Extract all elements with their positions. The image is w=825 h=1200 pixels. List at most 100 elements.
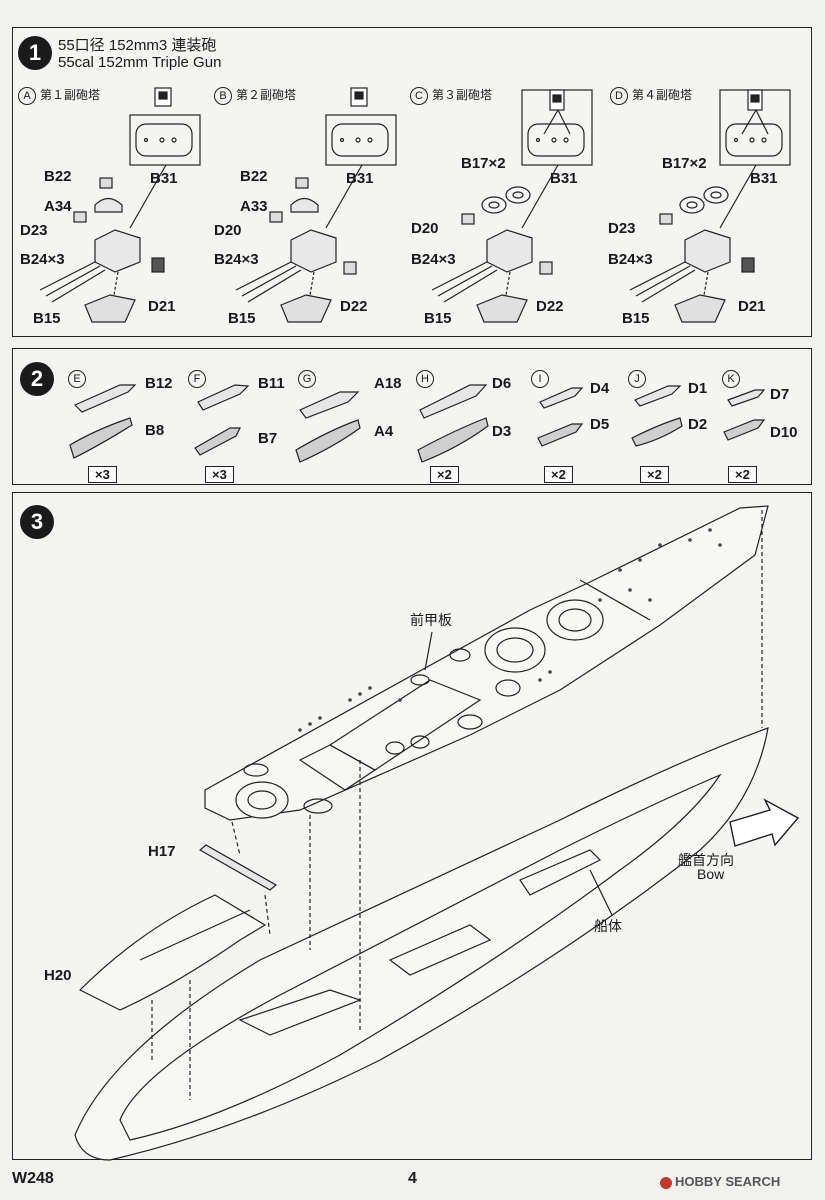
turret-a-part-b31: B31 [150, 170, 178, 187]
turret-a-part-b24: B24×3 [20, 251, 65, 268]
boat-j-letter: J [628, 370, 646, 388]
turret-d-part-b31: B31 [750, 170, 778, 187]
turret-c-part-b17: B17×2 [461, 155, 506, 172]
turret-b-part-b24: B24×3 [214, 251, 259, 268]
step2-boat-drawings [69, 384, 766, 463]
boat-h-top: D6 [492, 375, 512, 392]
boat-e-letter-wrap: E [68, 370, 90, 388]
label-hull: 船体 [594, 918, 622, 934]
boat-h-bottom: D3 [492, 423, 512, 440]
turret-a-part-d21: D21 [148, 298, 176, 315]
boat-k-bottom: D10 [770, 424, 798, 441]
turret-c-part-d20: D20 [411, 220, 439, 237]
step2-panel [12, 348, 812, 485]
step3-number: 3 [20, 505, 54, 539]
turret-c-part-d22: D22 [536, 298, 564, 315]
turret-c-part-b24: B24×3 [411, 251, 456, 268]
boat-f-letter-wrap: F [188, 370, 210, 388]
turret-b-header: B 第２副砲塔 [214, 86, 296, 105]
turret-b-part-a33: A33 [240, 198, 268, 215]
model-code: W248 [12, 1170, 54, 1187]
label-h20: H20 [44, 967, 72, 984]
boat-e-top: B12 [145, 375, 173, 392]
boat-i-letter: I [531, 370, 549, 388]
h17-part [198, 844, 278, 891]
label-forward-deck: 前甲板 [410, 612, 452, 628]
boat-h-letter: H [416, 370, 434, 388]
turret-b-part-b22: B22 [240, 168, 268, 185]
turret-c-part-b31: B31 [550, 170, 578, 187]
boat-i-top: D4 [590, 380, 610, 397]
step1-panel [12, 27, 812, 337]
turret-c-letter: C [410, 86, 428, 105]
boat-f-bottom: B7 [258, 430, 278, 447]
turret-a-part-b15: B15 [33, 310, 61, 327]
boat-g-qty: ×2 [430, 466, 459, 483]
step1-turret-drawings [39, 87, 791, 323]
boat-k-top: D7 [770, 386, 790, 403]
boat-f-qty: ×3 [205, 466, 234, 483]
label-h17: H17 [148, 843, 176, 860]
boat-i-bottom: D5 [590, 416, 610, 433]
turret-a-drawing [39, 87, 201, 323]
step1-number: 1 [18, 36, 52, 70]
step1-title-jp: 55口径 152mm3 連装砲 [58, 37, 217, 54]
turret-d-part-b24: B24×3 [608, 251, 653, 268]
boat-i-letter-wrap: I [531, 370, 553, 388]
turret-d-part-b17: B17×2 [662, 155, 707, 172]
turret-d-part-b15: B15 [622, 310, 650, 327]
turret-a-part-b22: B22 [44, 168, 72, 185]
turret-b-name: 第２副砲塔 [236, 88, 297, 102]
boat-f-letter: F [188, 370, 206, 388]
bow-arrow-icon [729, 798, 800, 847]
turret-d-drawing [629, 89, 791, 323]
turret-d-name: 第４副砲塔 [632, 88, 693, 102]
boat-k-letter-wrap: K [722, 370, 744, 388]
turret-b-part-d22: D22 [340, 298, 368, 315]
label-bow-jp: 艦首方向 [678, 852, 734, 868]
turret-a-name: 第１副砲塔 [40, 88, 101, 102]
label-bow-en: Bow [697, 866, 725, 882]
hull [74, 727, 769, 1161]
boat-g-bottom: A4 [374, 423, 394, 440]
turret-d-part-d21: D21 [738, 298, 766, 315]
turret-c-part-b15: B15 [424, 310, 452, 327]
turret-c-drawing [431, 89, 593, 323]
turret-d-part-d23: D23 [608, 220, 636, 237]
watermark: HOBBY SEARCH [660, 1174, 780, 1189]
boat-f-top: B11 [258, 375, 285, 392]
boat-h-qty: ×2 [544, 466, 573, 483]
boat-k-letter: K [722, 370, 740, 388]
turret-a-part-d23: D23 [20, 222, 48, 239]
page-number: 4 [408, 1170, 417, 1187]
boat-e-letter: E [68, 370, 86, 388]
turret-c-name: 第３副砲塔 [432, 88, 493, 102]
turret-a-part-a34: A34 [44, 198, 72, 215]
forward-deck [204, 505, 769, 821]
boat-i-qty: ×2 [640, 466, 669, 483]
boat-j-bottom: D2 [688, 416, 708, 433]
boat-g-letter-wrap: G [298, 370, 320, 388]
boat-j-letter-wrap: J [628, 370, 650, 388]
turret-b-part-b31: B31 [346, 170, 374, 187]
step2-number: 2 [20, 362, 54, 396]
boat-j-top: D1 [688, 380, 708, 397]
step1-title-en: 55cal 152mm Triple Gun [58, 54, 222, 71]
watermark-logo-icon [660, 1176, 672, 1189]
turret-a-letter: A [18, 86, 36, 105]
boat-e-bottom: B8 [145, 422, 165, 439]
turret-b-letter: B [214, 86, 232, 105]
boat-g-top: A18 [374, 375, 402, 392]
boat-g-letter: G [298, 370, 316, 388]
turret-c-header: C 第３副砲塔 [410, 86, 492, 105]
turret-d-letter: D [610, 86, 628, 105]
turret-d-header: D 第４副砲塔 [610, 86, 692, 105]
turret-b-part-d20: D20 [214, 222, 242, 239]
boat-h-letter-wrap: H [416, 370, 438, 388]
turret-b-drawing [235, 87, 397, 323]
turret-b-part-b15: B15 [228, 310, 256, 327]
turret-a-header: A 第１副砲塔 [18, 86, 100, 105]
watermark-text: HOBBY SEARCH [675, 1174, 781, 1189]
boat-j-qty: ×2 [728, 466, 757, 483]
